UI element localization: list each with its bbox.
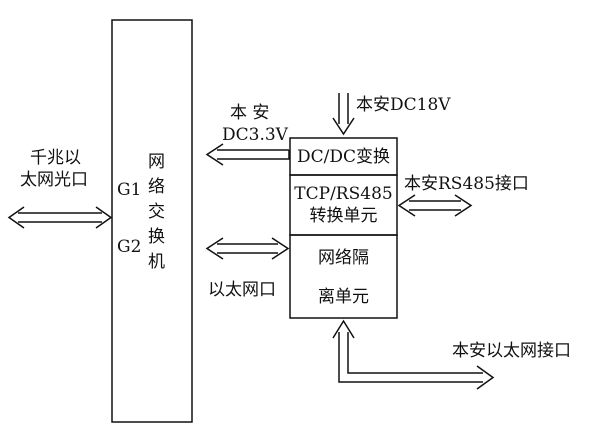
left-port-label-2: 太网光口 xyxy=(20,170,88,190)
safe-ethernet-label: 本安以太网接口 xyxy=(452,341,571,361)
safe-ethernet-arrow xyxy=(332,319,495,390)
ethernet-port-label: 以太网口 xyxy=(208,280,276,300)
switch-name-char-5: 机 xyxy=(148,252,165,272)
ethernet-double-arrow xyxy=(205,237,290,260)
switch-name-char-3: 交 xyxy=(148,202,165,222)
switch-port-g1: G1 xyxy=(117,180,142,200)
isolation-label-2: 离单元 xyxy=(318,287,369,307)
tcp-label-2: 转换单元 xyxy=(309,206,378,226)
isolation-label-1: 网络隔 xyxy=(318,248,369,268)
left-double-arrow xyxy=(7,206,113,229)
power-out-arrow xyxy=(205,143,290,166)
rs485-port-label: 本安RS485接口 xyxy=(404,174,529,194)
switch-box xyxy=(111,19,193,423)
dcdc-label: DC/DC变换 xyxy=(296,147,390,167)
switch-name-char-2: 络 xyxy=(148,177,165,197)
left-port-label-1: 千兆以 xyxy=(30,148,81,168)
power-in-label: 本安DC18V xyxy=(356,95,451,115)
tcp-label-1: TCP/RS485 xyxy=(294,184,393,204)
switch-name-char-4: 换 xyxy=(148,227,165,247)
power-in-arrow xyxy=(332,93,355,136)
power-out-label-1: 本 安 xyxy=(230,103,270,123)
power-out-label-2: DC3.3V xyxy=(222,125,288,145)
isolation-box xyxy=(289,234,398,319)
switch-port-g2: G2 xyxy=(117,237,142,257)
switch-name-char-1: 网 xyxy=(148,152,165,172)
rs485-double-arrow xyxy=(397,194,473,217)
